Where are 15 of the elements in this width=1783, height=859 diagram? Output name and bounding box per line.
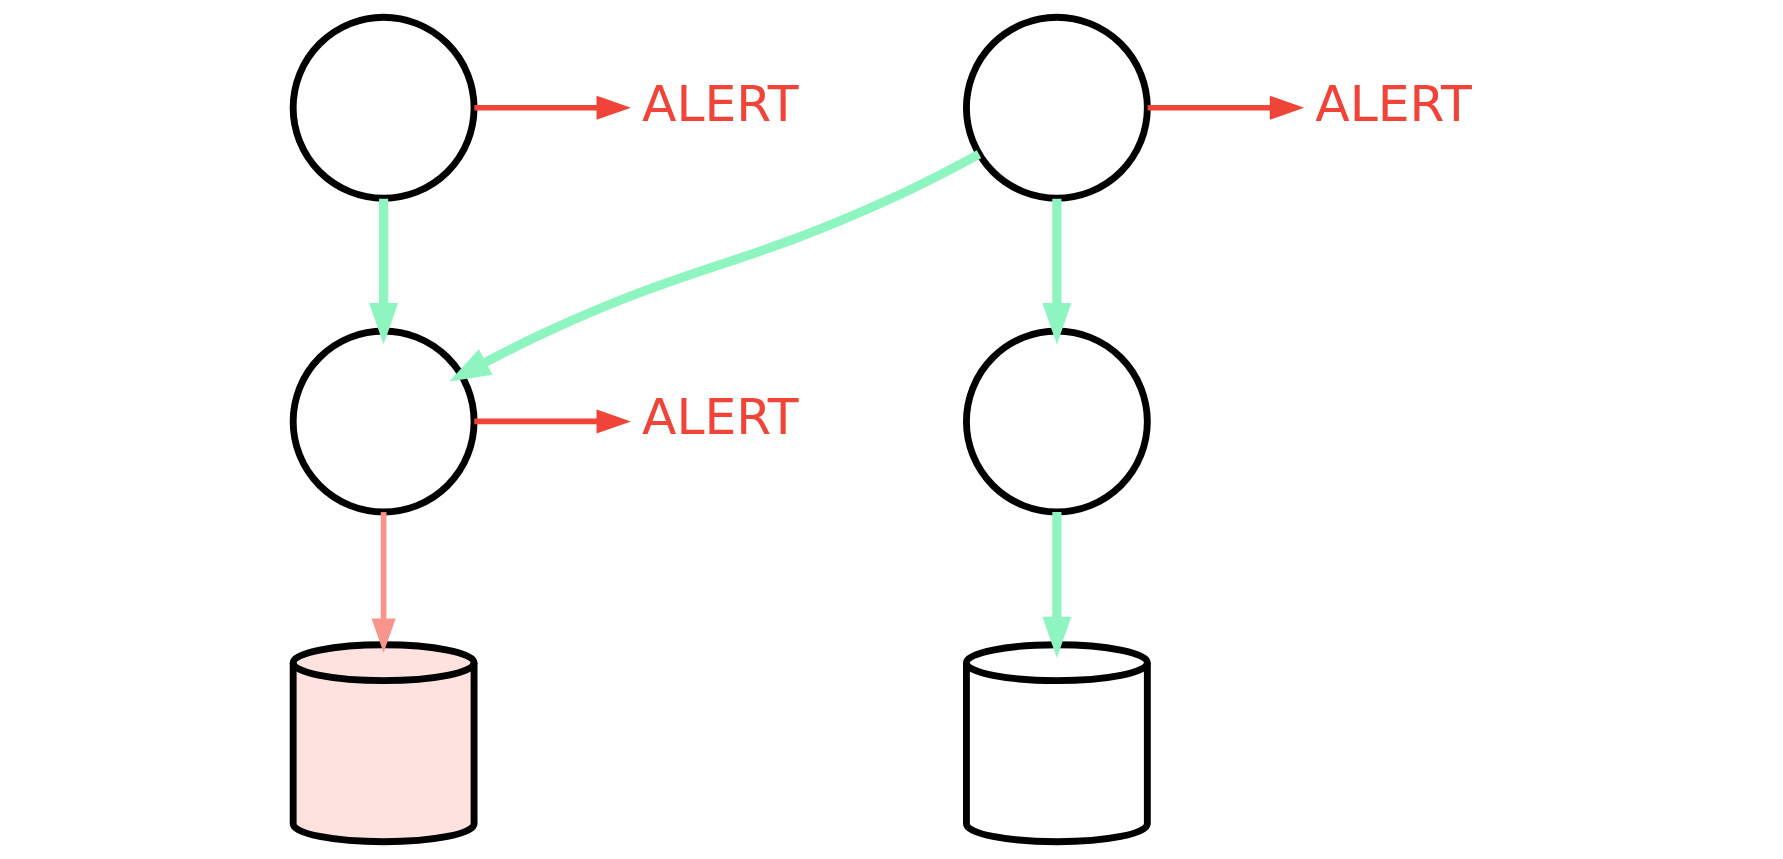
node-text: ALERT bbox=[1314, 73, 1472, 133]
node-text: ALERT bbox=[641, 73, 798, 133]
node-circle bbox=[962, 13, 1151, 202]
arrow bbox=[1147, 95, 1304, 120]
node-text: ALERT bbox=[641, 387, 798, 447]
arrow bbox=[448, 150, 981, 382]
node-circle bbox=[962, 327, 1151, 516]
arrow bbox=[371, 512, 396, 653]
arrow bbox=[473, 95, 631, 120]
arrow bbox=[1041, 198, 1071, 345]
node-circle bbox=[289, 13, 477, 202]
arrow bbox=[1041, 512, 1071, 659]
arrow bbox=[368, 198, 398, 345]
node-circle bbox=[289, 327, 477, 516]
arrow bbox=[473, 409, 631, 434]
